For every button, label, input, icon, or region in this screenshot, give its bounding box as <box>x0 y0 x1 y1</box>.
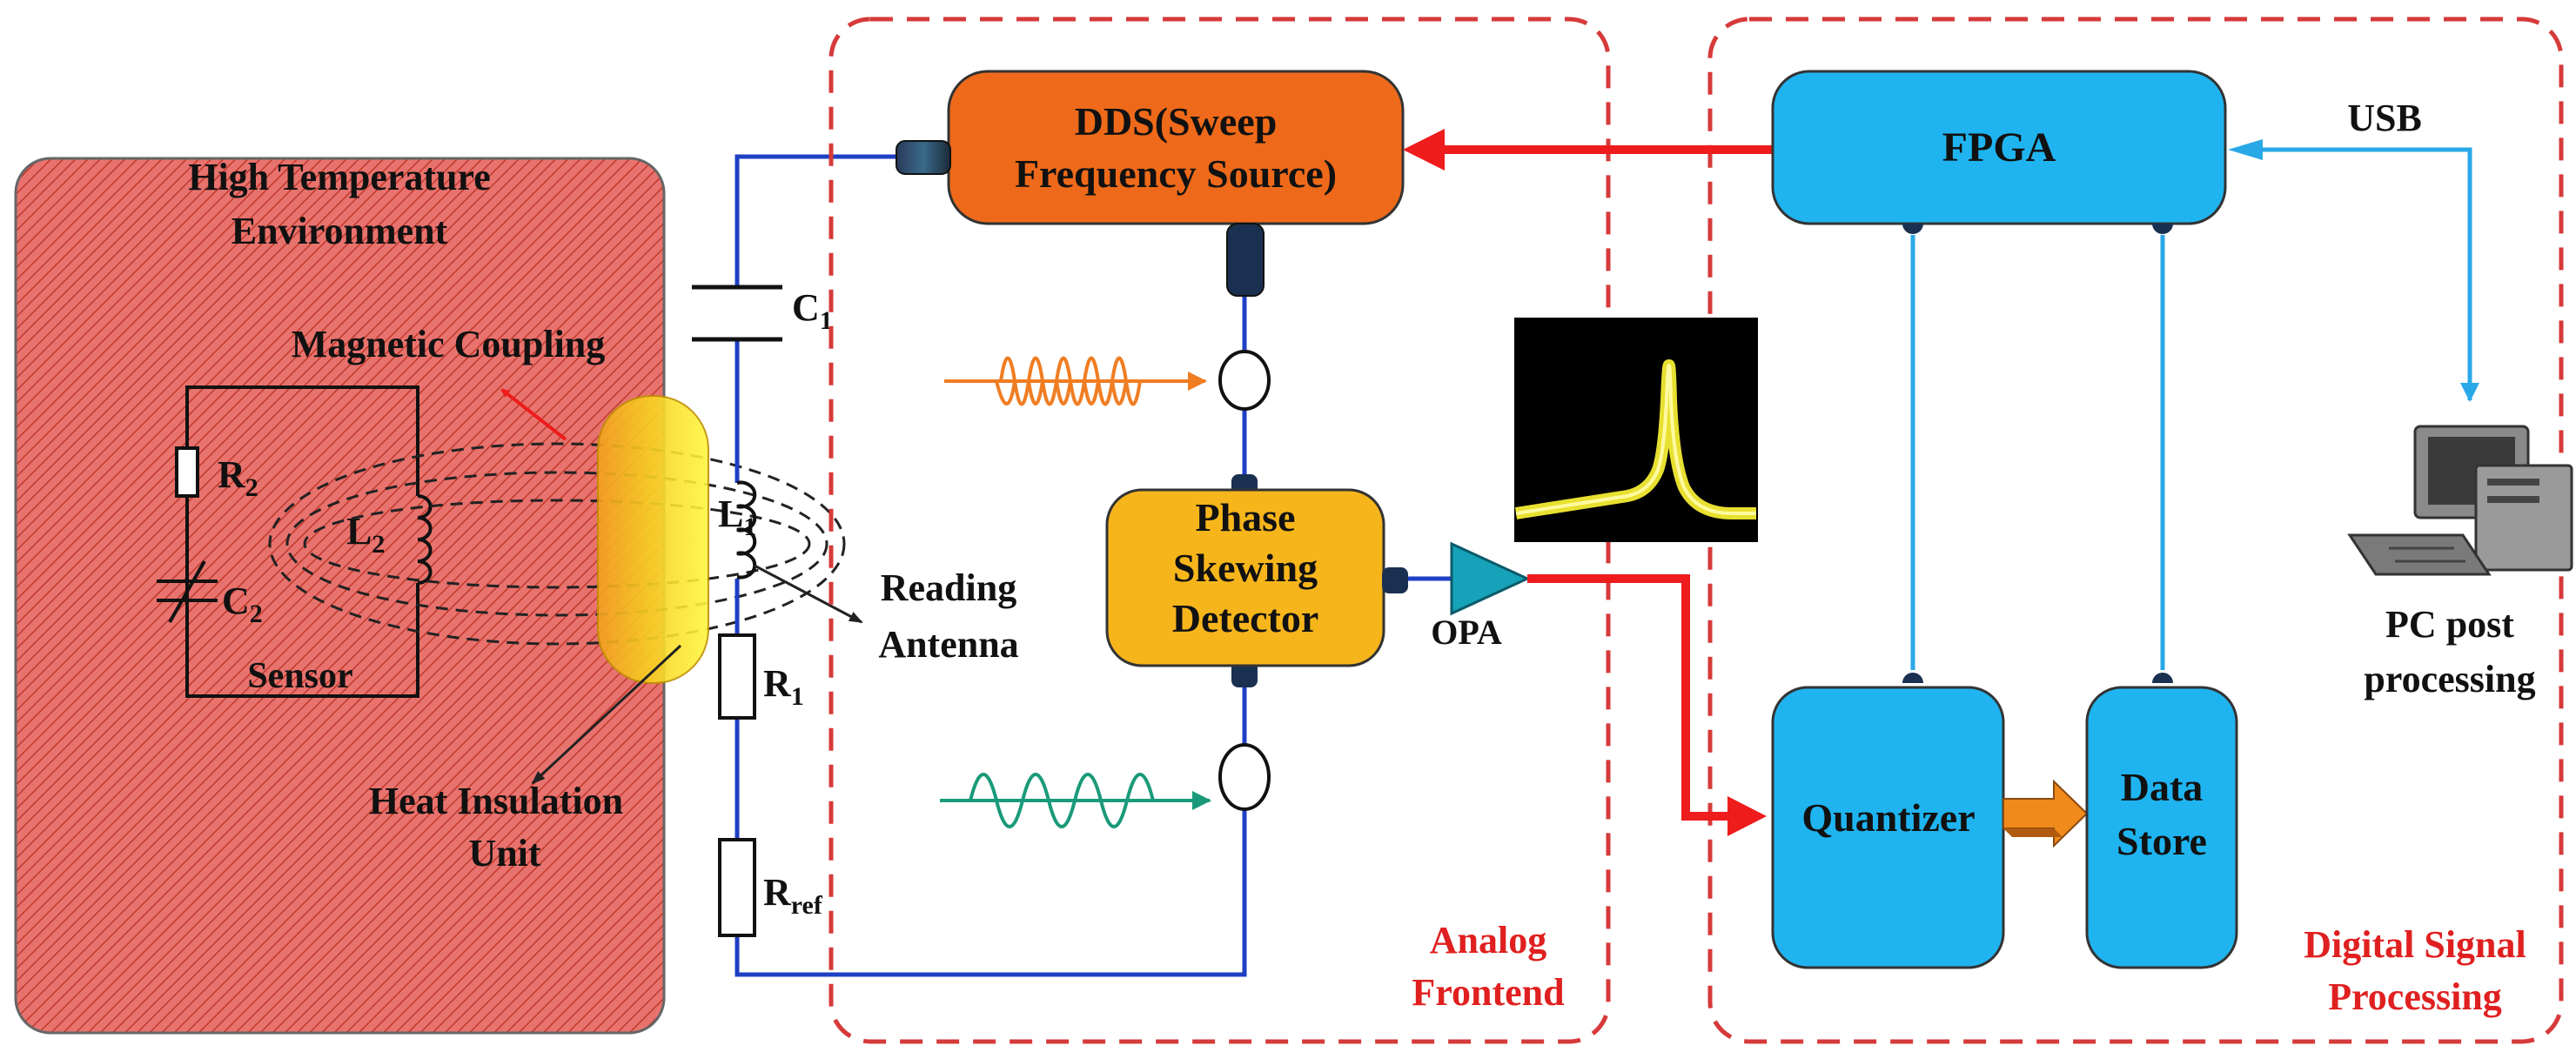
heat-insulation-unit <box>597 395 709 684</box>
opa-to-quantizer-signal <box>1527 574 1730 821</box>
opa-to-quantizer-arrowhead <box>1727 796 1767 836</box>
quantizer-to-data-store-arrow <box>2002 779 2089 848</box>
usb-link <box>2263 147 2479 402</box>
resistor-r2 <box>175 446 199 498</box>
dds-sweep-source-block <box>947 70 1405 225</box>
connector-psd-right <box>1382 567 1408 593</box>
label-digital-processing-line2: Processing <box>2328 975 2502 1018</box>
heat-insulation-arrow <box>531 644 682 785</box>
resistor-rref <box>718 838 756 937</box>
label-c2: C2 <box>222 580 263 628</box>
fpga-block <box>1771 70 2227 225</box>
resonance-plot-inset <box>1514 318 1758 542</box>
label-sensor: Sensor <box>247 656 352 696</box>
dds-label-line1: DDS(Sweep <box>1075 99 1278 144</box>
label-analog-frontend-line2: Frontend <box>1412 971 1564 1014</box>
psd-label-line1: Phase <box>1196 495 1296 539</box>
data-store-label-line1: Data <box>2121 765 2204 809</box>
label-c1: C1 <box>792 286 833 335</box>
fpga-label: FPGA <box>1942 124 2056 171</box>
dds-bottom-connector <box>1226 223 1265 297</box>
label-opa: OPA <box>1431 613 1502 652</box>
label-heat-insulation-line1: Heat Insulation <box>369 780 623 822</box>
label-pc-line1: PC post <box>2385 603 2514 646</box>
data-store-block <box>2085 686 2238 969</box>
capacitor-c1 <box>692 285 782 342</box>
data-store-label-line2: Store <box>2116 819 2207 863</box>
environment-title-line1: High Temperature <box>188 156 491 198</box>
dds-left-connector <box>896 140 951 175</box>
psd-label-line3: Detector <box>1172 596 1319 640</box>
lower-coupler <box>1218 743 1271 811</box>
inductor-l1 <box>736 480 757 580</box>
label-analog-frontend-line1: Analog <box>1430 919 1546 962</box>
opa-amplifier <box>1450 541 1531 616</box>
label-l2: L2 <box>346 510 385 559</box>
green-measured-wave <box>969 773 1155 828</box>
label-magnetic-coupling: Magnetic Coupling <box>292 323 606 365</box>
magnetic-coupling-arrow <box>500 388 567 441</box>
sensor-circuit <box>157 385 433 698</box>
analog-frontend-region <box>828 17 1611 1044</box>
psd-label-line2: Skewing <box>1173 546 1318 590</box>
fpga-to-dds-arrowhead <box>1403 129 1445 171</box>
pc-computer-icon <box>2347 425 2573 576</box>
label-reading-antenna-line1: Reading <box>881 566 1016 609</box>
inductor-l2 <box>417 494 433 585</box>
label-l1: L1 <box>718 492 756 541</box>
label-digital-processing-line1: Digital Signal <box>2304 923 2526 966</box>
reading-antenna-arrow <box>754 564 863 624</box>
magnetic-field-lines <box>268 442 846 646</box>
label-reading-antenna-line2: Antenna <box>878 623 1018 666</box>
high-temperature-environment <box>14 157 666 1035</box>
label-heat-insulation-line2: Unit <box>468 832 540 874</box>
quantizer-label: Quantizer <box>1801 795 1975 840</box>
label-r1: R1 <box>763 662 804 711</box>
usb-arrowhead-fpga <box>2228 139 2263 160</box>
environment-title-line2: Environment <box>231 210 448 252</box>
resistor-r1 <box>718 633 756 720</box>
label-r2: R2 <box>218 453 258 502</box>
upper-coupler <box>1218 350 1271 411</box>
variable-capacitor-arrow <box>168 560 206 623</box>
label-pc-line2: processing <box>2364 658 2535 700</box>
connector-psd-bottom <box>1231 661 1258 687</box>
label-rref: Rref <box>763 871 823 920</box>
label-usb: USB <box>2347 97 2422 139</box>
dds-label-line2: Frequency Source) <box>1015 151 1337 196</box>
